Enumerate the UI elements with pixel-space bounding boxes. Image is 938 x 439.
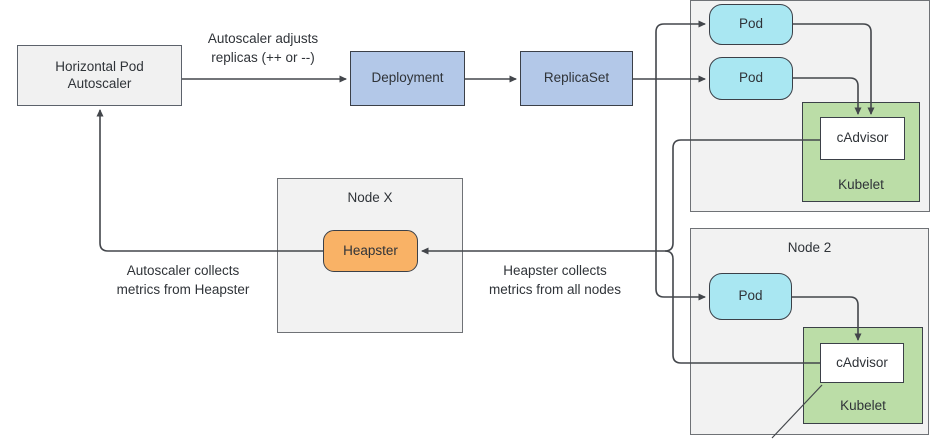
edge-replicaset-to-node2-pod bbox=[655, 79, 706, 301]
edge-cadvisor1-to-heapster bbox=[421, 139, 820, 255]
node1-kubelet-label: Kubelet bbox=[838, 177, 884, 192]
node2-pod-box: Pod bbox=[709, 273, 792, 320]
label-autoscaler-collects-line2: metrics from Heapster bbox=[116, 282, 250, 298]
label-autoscaler-adjusts-line1: Autoscaler adjusts bbox=[207, 31, 319, 46]
hpa-label-line1: Horizontal Pod bbox=[55, 58, 144, 74]
node2-cadvisor-box: cAdvisor bbox=[820, 343, 904, 383]
label-autoscaler-adjusts-line2: replicas (++ or --) bbox=[211, 50, 315, 66]
node2-leader-line bbox=[771, 384, 823, 439]
node2-label: Node 2 bbox=[787, 240, 832, 255]
label-autoscaler-collects: Autoscaler collects metrics from Heapste… bbox=[88, 261, 278, 299]
edge-node2-pod-to-cadvisor2 bbox=[792, 296, 862, 341]
node2-kubelet-label: Kubelet bbox=[840, 398, 886, 413]
hpa-label-line2: Autoscaler bbox=[67, 75, 132, 91]
edge-pod2-to-cadvisor1 bbox=[793, 77, 862, 115]
label-autoscaler-collects-line1: Autoscaler collects bbox=[126, 263, 240, 278]
label-heapster-collects-line2: metrics from all nodes bbox=[488, 282, 622, 298]
node1-pod2-box: Pod bbox=[709, 57, 793, 100]
edge-heapster-to-hpa bbox=[96, 109, 323, 252]
edge-cadvisor2-to-heapster bbox=[664, 250, 820, 364]
edge-replicaset-to-pod1 bbox=[655, 20, 706, 79]
label-heapster-collects-line1: Heapster collects bbox=[503, 263, 607, 278]
label-autoscaler-adjusts: Autoscaler adjusts replicas (++ or --) bbox=[177, 29, 349, 67]
label-heapster-collects: Heapster collects metrics from all nodes bbox=[460, 261, 650, 299]
edge-pod1-to-cadvisor1 bbox=[793, 23, 875, 115]
node1-pod1-box: Pod bbox=[709, 4, 793, 45]
hpa-box: Horizontal Pod Autoscaler bbox=[17, 45, 182, 106]
deployment-box: Deployment bbox=[350, 51, 465, 106]
node1-cadvisor-box: cAdvisor bbox=[820, 117, 905, 160]
heapster-box: Heapster bbox=[323, 230, 418, 272]
replicaset-box: ReplicaSet bbox=[520, 51, 633, 106]
node-x-label: Node X bbox=[347, 190, 393, 205]
